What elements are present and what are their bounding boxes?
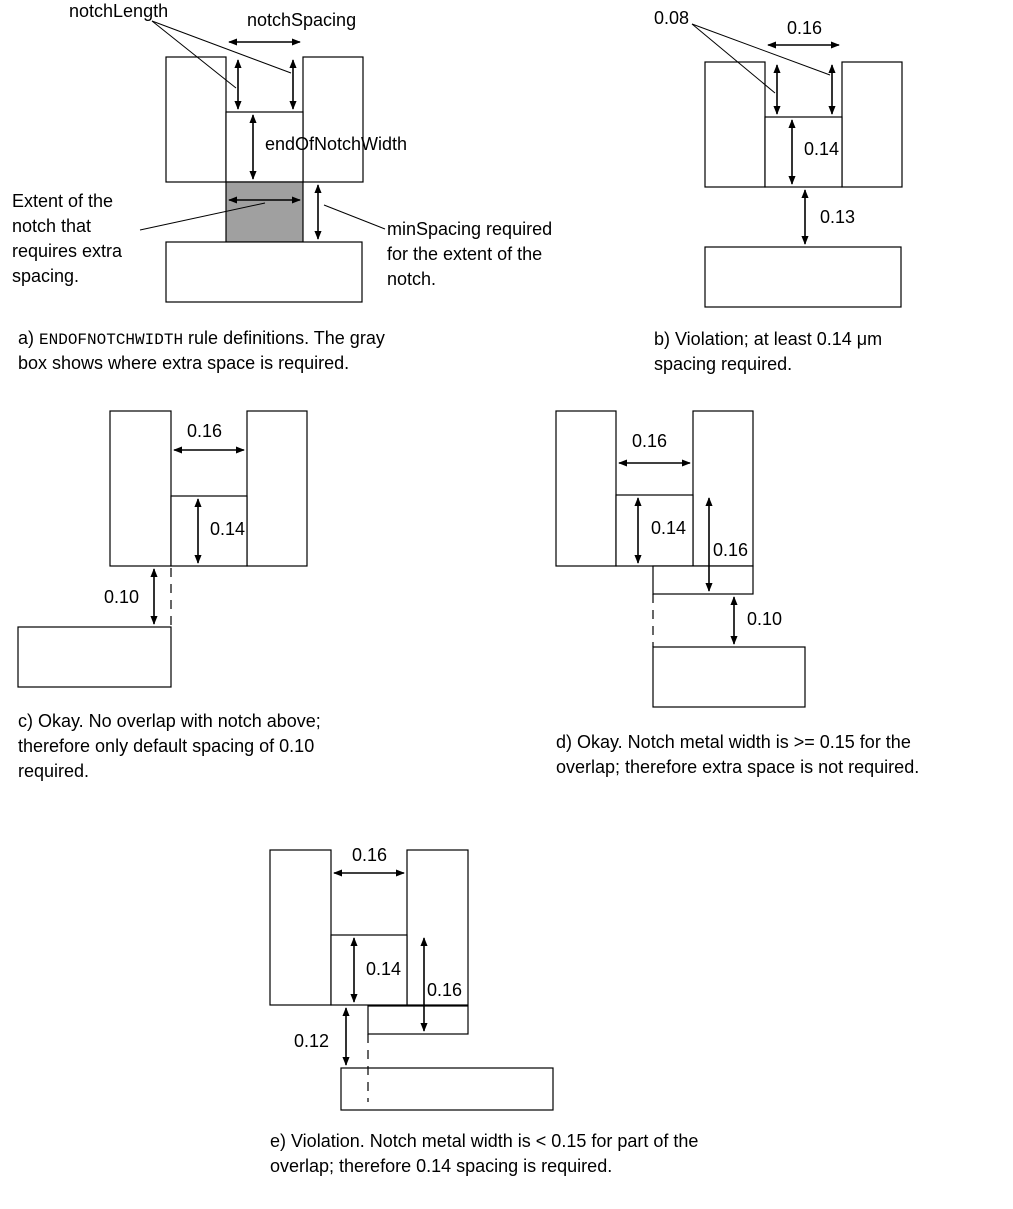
label-end-width-value: 0.14 bbox=[804, 139, 839, 159]
caption-a-keyword: ENDOFNOTCHWIDTH bbox=[39, 331, 183, 349]
label-notch-spacing-value: 0.16 bbox=[352, 845, 387, 865]
label-notch-spacing-value: 0.16 bbox=[187, 421, 222, 441]
label-extent-line-2: notch that bbox=[12, 216, 91, 236]
label-spacing-value: 0.12 bbox=[294, 1031, 329, 1051]
label-notch-spacing-value: 0.16 bbox=[787, 18, 822, 38]
notch-length-leader bbox=[151, 20, 292, 74]
extent-leader bbox=[139, 202, 266, 231]
label-notch-length-value: 0.08 bbox=[654, 8, 689, 28]
caption-d-line-2: overlap; therefore extra space is not re… bbox=[556, 757, 919, 777]
label-metal-width-value: 0.16 bbox=[713, 540, 748, 560]
bottom-metal-block bbox=[340, 1067, 554, 1111]
label-min-spacing-line-3: notch. bbox=[387, 269, 436, 289]
label-extent-line-1: Extent of the bbox=[12, 191, 113, 211]
notch-length-leader bbox=[151, 20, 237, 89]
notch-end-block bbox=[764, 116, 843, 188]
right-metal-block bbox=[406, 849, 469, 1006]
notch-end-block bbox=[225, 111, 304, 183]
bottom-metal-block bbox=[165, 241, 363, 303]
notch-length-leader bbox=[691, 23, 831, 76]
left-metal-block bbox=[704, 61, 766, 188]
caption-e-line-2: overlap; therefore 0.14 spacing is requi… bbox=[270, 1156, 612, 1176]
right-metal-block bbox=[246, 410, 308, 567]
caption-a-line-1: a) ENDOFNOTCHWIDTH rule definitions. The… bbox=[18, 328, 385, 349]
panel-a: notchLength notchSpacing endOfNotchWidth… bbox=[12, 1, 552, 373]
caption-e-line-1: e) Violation. Notch metal width is < 0.1… bbox=[270, 1131, 698, 1151]
overlap-metal-block bbox=[652, 565, 754, 595]
panel-b: 0.08 0.16 0.14 0.13 b) Violation; at lea… bbox=[654, 8, 903, 374]
label-metal-width-value: 0.16 bbox=[427, 980, 462, 1000]
bottom-metal-block bbox=[652, 646, 806, 708]
extra-spacing-gray-region bbox=[225, 181, 304, 243]
caption-d-line-1: d) Okay. Notch metal width is >= 0.15 fo… bbox=[556, 732, 911, 752]
panel-e: 0.16 0.14 0.16 0.12 e) Violation. Notch … bbox=[269, 845, 698, 1176]
label-extent-line-4: spacing. bbox=[12, 266, 79, 286]
caption-b-line-1: b) Violation; at least 0.14 μm bbox=[654, 329, 882, 349]
label-notch-spacing: notchSpacing bbox=[247, 10, 356, 30]
right-metal-block bbox=[302, 56, 364, 183]
overlap-metal-block bbox=[367, 1005, 469, 1035]
notch-end-block bbox=[330, 934, 408, 1006]
label-spacing-value: 0.10 bbox=[747, 609, 782, 629]
caption-a-prefix: a) bbox=[18, 328, 39, 348]
right-metal-block bbox=[841, 61, 903, 188]
panel-d: 0.16 0.14 0.16 0.10 d) Okay. Notch metal… bbox=[555, 410, 919, 777]
label-min-spacing-line-1: minSpacing required bbox=[387, 219, 552, 239]
label-end-width-value: 0.14 bbox=[210, 519, 245, 539]
caption-a-rest: rule definitions. The gray bbox=[183, 328, 385, 348]
label-end-of-notch-width: endOfNotchWidth bbox=[265, 134, 407, 154]
caption-c-line-3: required. bbox=[18, 761, 89, 781]
label-spacing-value: 0.10 bbox=[104, 587, 139, 607]
panel-c: 0.16 0.14 0.10 c) Okay. No overlap with … bbox=[17, 410, 321, 781]
bottom-metal-block bbox=[17, 626, 172, 688]
label-min-spacing-line-2: for the extent of the bbox=[387, 244, 542, 264]
label-extent-line-3: requires extra bbox=[12, 241, 123, 261]
left-metal-block bbox=[269, 849, 332, 1006]
bottom-metal-block bbox=[704, 246, 902, 308]
left-metal-block bbox=[555, 410, 617, 567]
notch-length-leader bbox=[691, 23, 776, 94]
label-notch-length: notchLength bbox=[69, 1, 168, 21]
caption-c-line-2: therefore only default spacing of 0.10 bbox=[18, 736, 314, 756]
label-spacing-value: 0.13 bbox=[820, 207, 855, 227]
caption-c-line-1: c) Okay. No overlap with notch above; bbox=[18, 711, 321, 731]
left-metal-block bbox=[109, 410, 172, 567]
label-end-width-value: 0.14 bbox=[651, 518, 686, 538]
caption-a-line-2: box shows where extra space is required. bbox=[18, 353, 349, 373]
caption-b-line-2: spacing required. bbox=[654, 354, 792, 374]
label-end-width-value: 0.14 bbox=[366, 959, 401, 979]
notch-end-block bbox=[170, 495, 248, 567]
label-notch-spacing-value: 0.16 bbox=[632, 431, 667, 451]
min-spacing-leader bbox=[323, 204, 386, 230]
left-metal-block bbox=[165, 56, 227, 183]
